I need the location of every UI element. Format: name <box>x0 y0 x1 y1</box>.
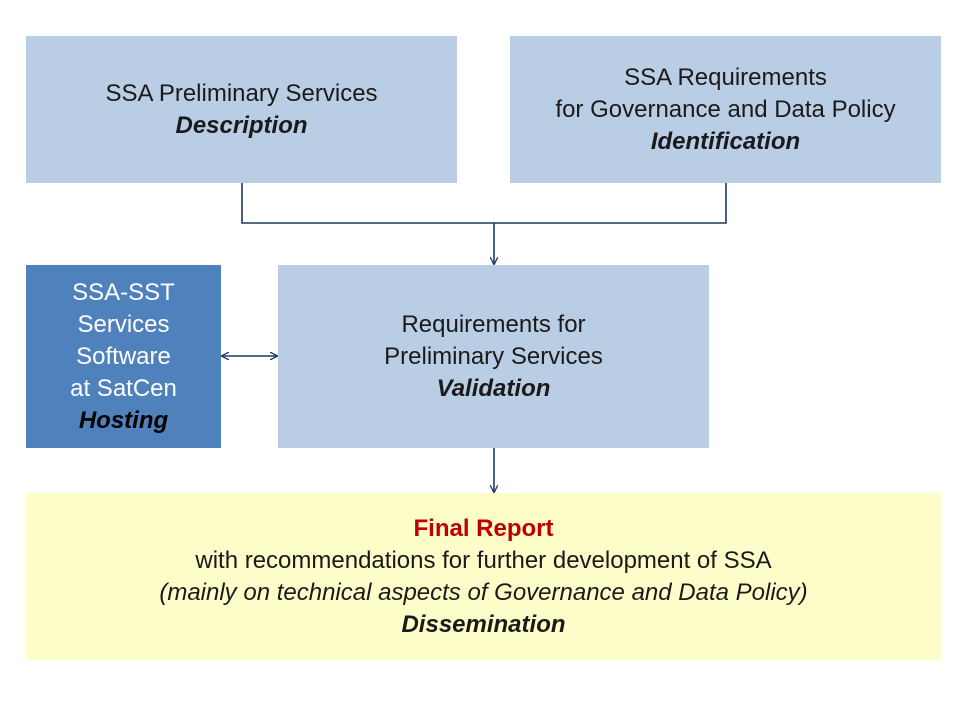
validation-line-2: Preliminary Services <box>384 342 603 370</box>
hosting-line-4: at SatCen <box>70 374 177 402</box>
box-identification: SSA Requirements for Governance and Data… <box>510 36 941 183</box>
identification-title: SSA Requirements <box>624 63 827 91</box>
box-description: SSA Preliminary Services Description <box>26 36 457 183</box>
final-report-title: Final Report <box>413 514 554 542</box>
hosting-label: Hosting <box>78 406 169 434</box>
identification-subtitle: for Governance and Data Policy <box>555 95 896 123</box>
box-final-report: Final Report with recommendations for fu… <box>26 493 941 660</box>
hosting-line-1: SSA-SST <box>72 278 175 306</box>
validation-label: Validation <box>436 374 551 402</box>
box-validation: Requirements for Preliminary Services Va… <box>278 265 709 448</box>
description-label: Description <box>175 111 308 139</box>
description-title: SSA Preliminary Services <box>105 79 378 107</box>
validation-line-1: Requirements for <box>401 310 586 338</box>
final-report-line-2: (mainly on technical aspects of Governan… <box>159 578 808 606</box>
merge-connector <box>241 183 727 224</box>
final-report-line-1: with recommendations for further develop… <box>195 546 772 574</box>
identification-label: Identification <box>650 127 801 155</box>
hosting-line-2: Services <box>77 310 170 338</box>
hosting-line-3: Software <box>76 342 171 370</box>
final-report-label: Dissemination <box>401 610 566 638</box>
box-hosting: SSA-SST Services Software at SatCen Host… <box>26 265 221 448</box>
